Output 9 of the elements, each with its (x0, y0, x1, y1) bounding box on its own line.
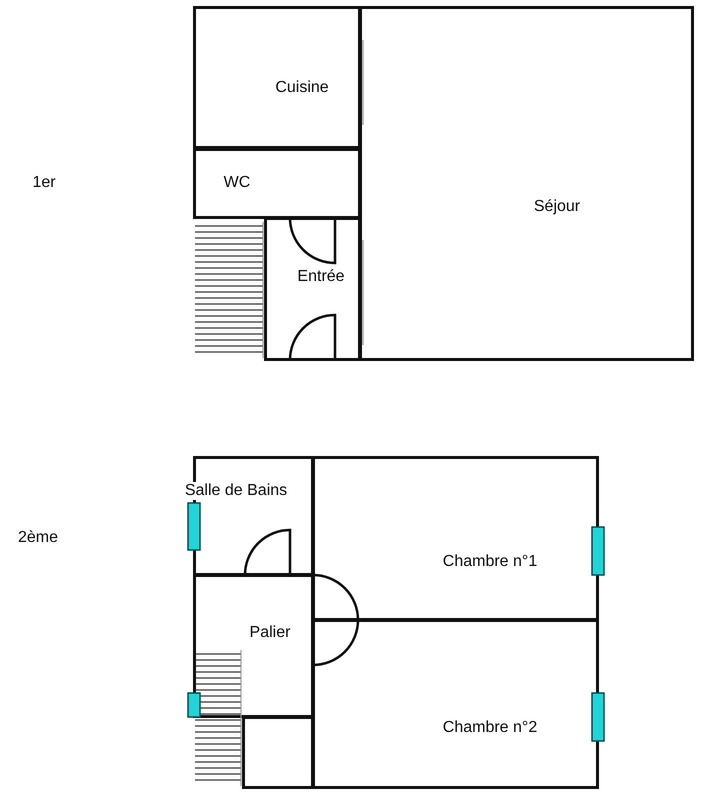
room-label: Salle de Bains (184, 482, 288, 500)
room-label: Séjour (532, 198, 582, 216)
room-outline (264, 217, 361, 361)
floor-label: 2ème (18, 529, 58, 547)
room-outline (193, 6, 361, 149)
room-outline (359, 6, 694, 361)
floor-label: 1er (32, 174, 56, 192)
room-outline (193, 148, 361, 219)
room-outline (242, 716, 314, 789)
